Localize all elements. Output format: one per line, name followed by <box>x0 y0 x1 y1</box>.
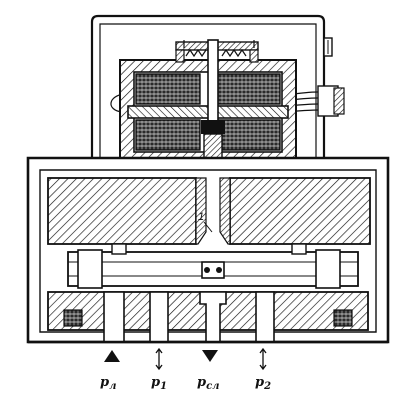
port-symbols <box>104 347 267 371</box>
double-arrow-icon <box>259 347 267 371</box>
port-label-psl: pсл <box>197 375 220 392</box>
spool-chamber <box>67 243 359 289</box>
port-labels: pл p1 pсл p2 <box>100 375 271 392</box>
port-label-p1: p1 <box>151 375 167 392</box>
top-cover <box>90 14 333 158</box>
triangle-up-filled-icon <box>104 350 120 362</box>
callout-label: 1 <box>198 211 204 223</box>
base-plate <box>28 291 388 344</box>
triangle-down-filled-icon <box>202 350 218 362</box>
callout-1: 1 <box>198 211 213 233</box>
port-label-pl: pл <box>100 375 116 392</box>
port-label-p2: p2 <box>255 375 271 392</box>
double-arrow-icon <box>155 347 163 371</box>
